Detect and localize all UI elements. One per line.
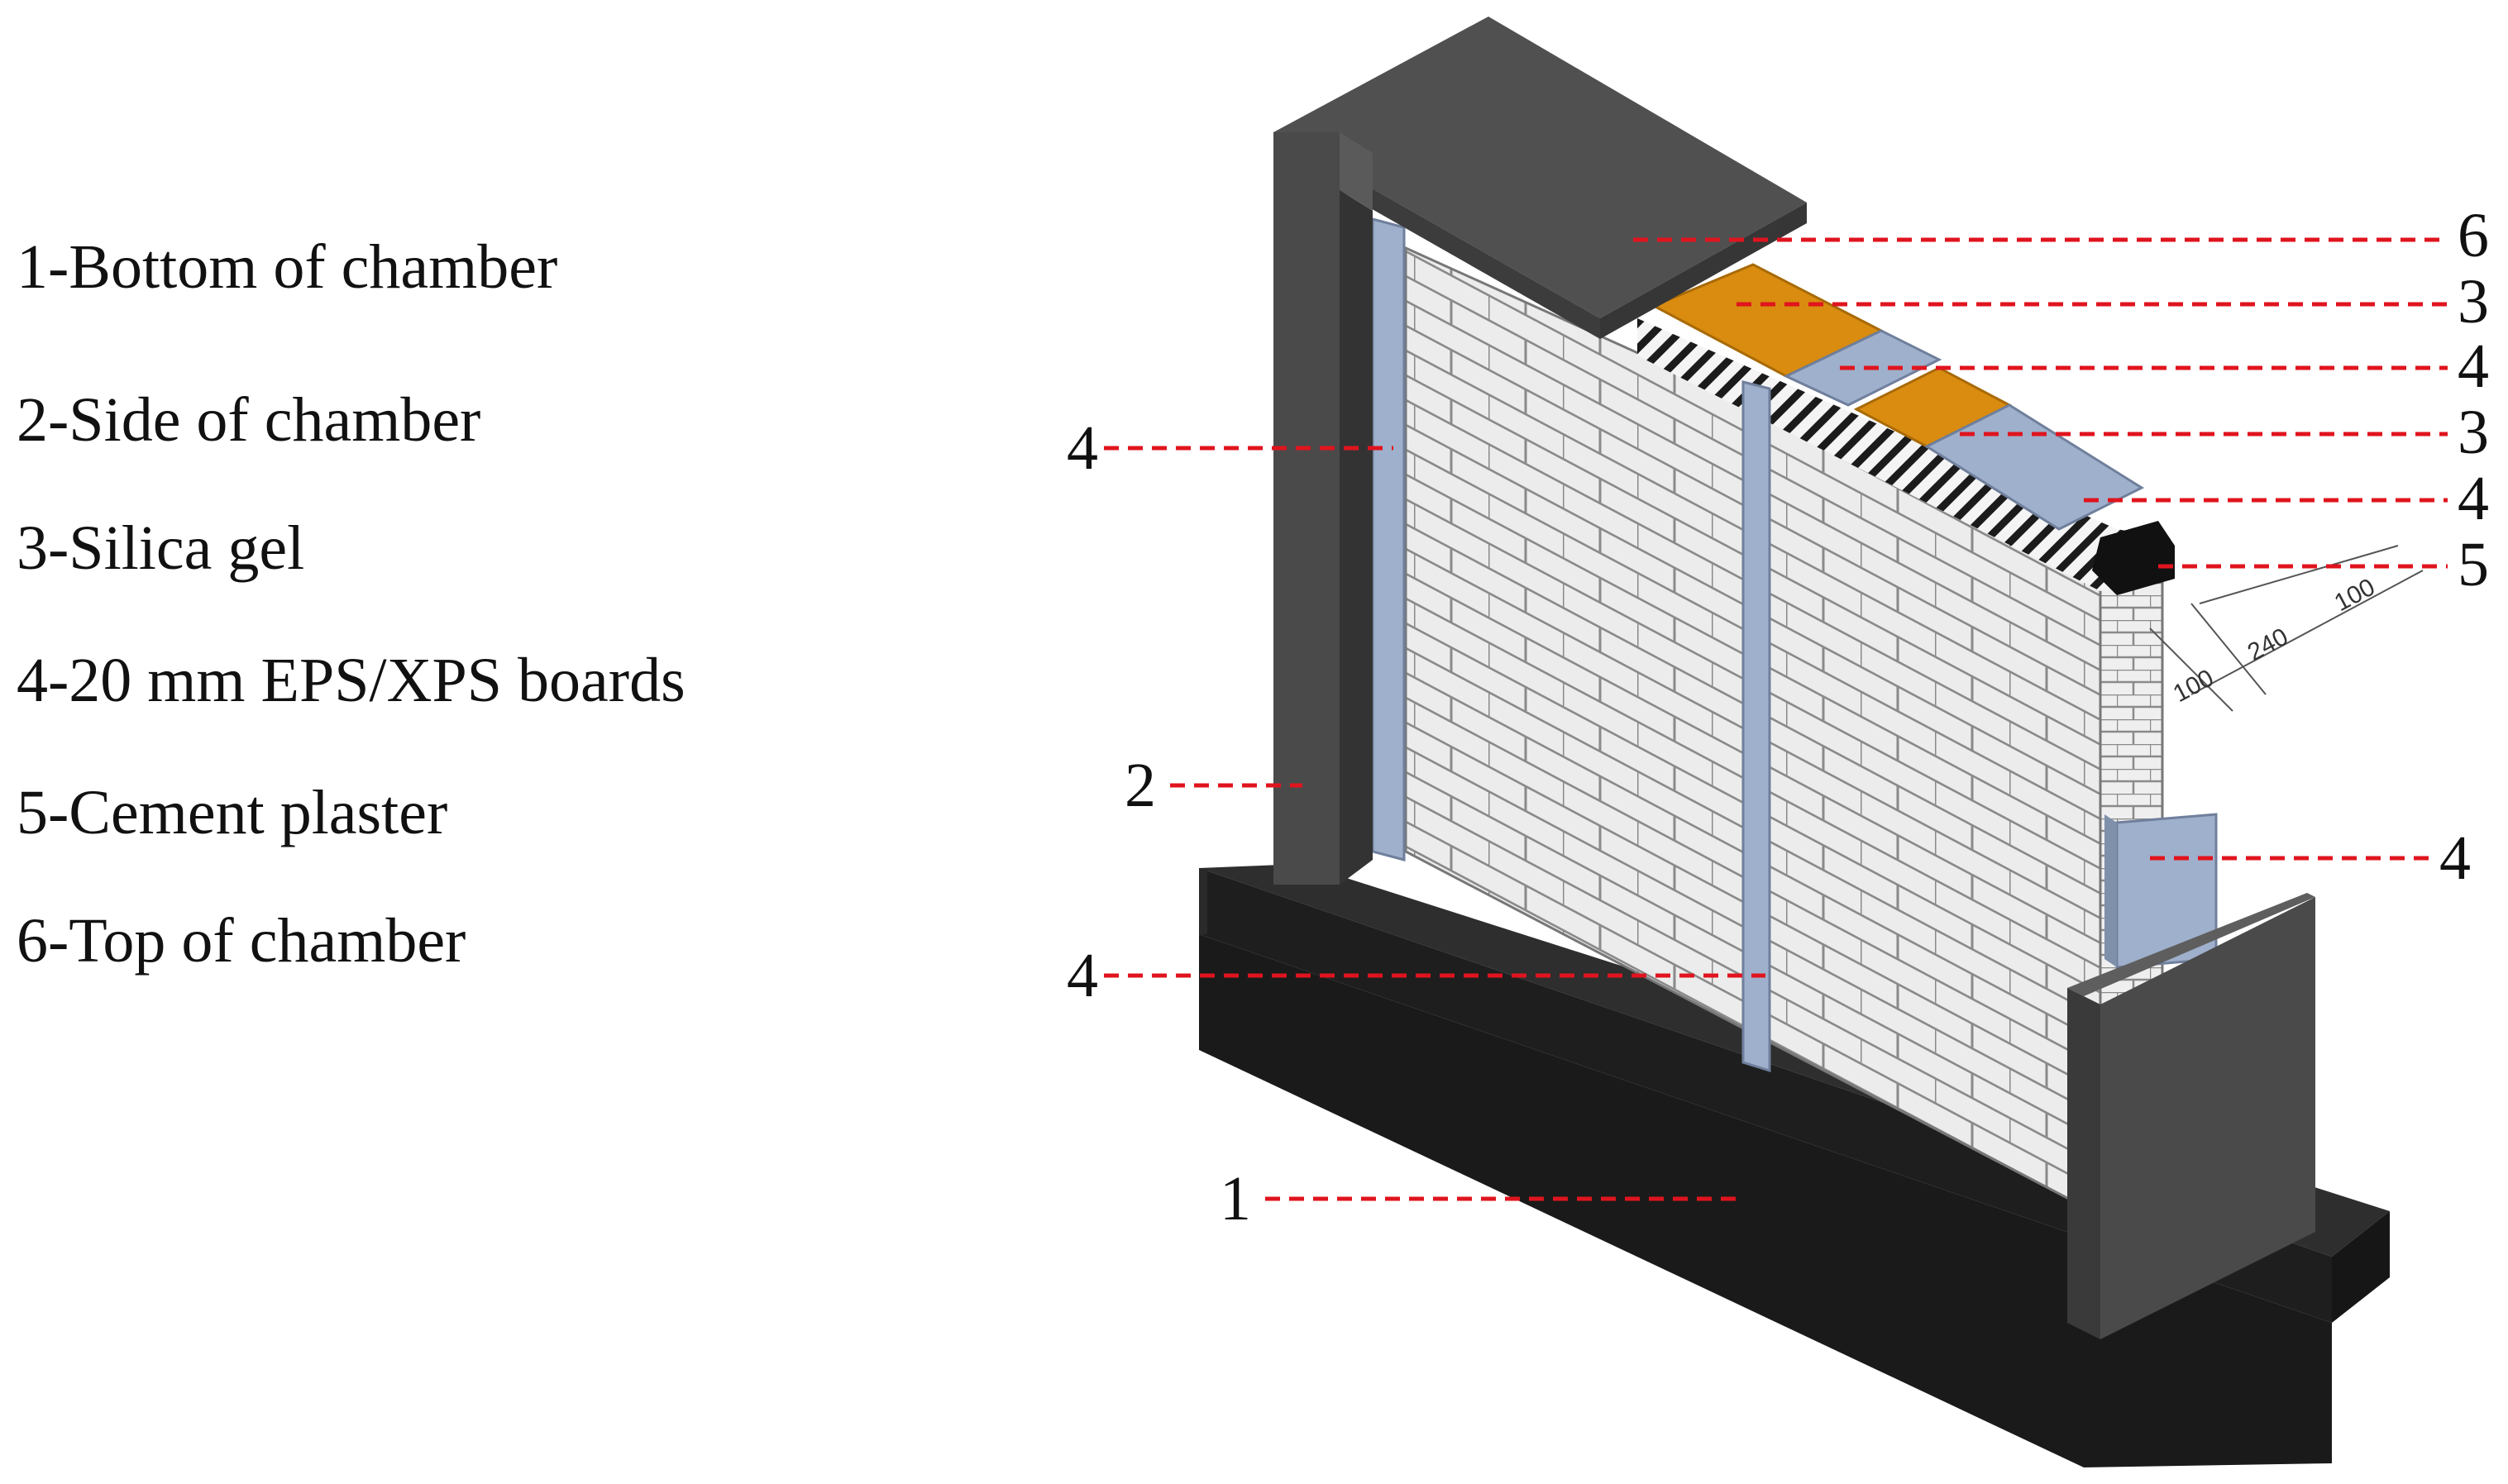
callout-silica-gel-upper: 3 bbox=[2458, 267, 2489, 336]
legend-item-top-of-chamber: 6-Top of chamber bbox=[17, 906, 466, 976]
callout-eps-right: 4 bbox=[2439, 823, 2471, 893]
callout-eps-lower: 4 bbox=[2458, 464, 2489, 533]
callout-eps-middle: 4 bbox=[1067, 941, 1098, 1010]
dimension-label-100-b: 100 bbox=[2330, 574, 2380, 618]
dimension-label-100-a: 100 bbox=[2169, 665, 2219, 709]
callout-eps-left: 4 bbox=[1067, 413, 1098, 483]
callout-cement-plaster: 5 bbox=[2458, 530, 2489, 599]
callout-silica-gel-lower: 3 bbox=[2458, 398, 2489, 467]
legend-item-eps-xps-boards: 4-20 mm EPS/XPS boards bbox=[17, 646, 686, 715]
legend-item-bottom-of-chamber: 1-Bottom of chamber bbox=[17, 232, 558, 302]
callout-side-of-chamber: 2 bbox=[1125, 751, 1156, 820]
legend-item-side-of-chamber: 2-Side of chamber bbox=[17, 385, 481, 455]
leader-lines bbox=[1104, 237, 2448, 1201]
dimension-lines: 100 240 100 bbox=[2149, 545, 2424, 712]
callout-eps-upper: 4 bbox=[2458, 332, 2489, 401]
chamber-side-left bbox=[1273, 132, 1373, 885]
dimension-label-240: 240 bbox=[2243, 623, 2293, 667]
chamber-side-right bbox=[2067, 893, 2315, 1339]
legend-item-silica-gel: 3-Silica gel bbox=[17, 513, 305, 583]
callout-bottom-of-chamber: 1 bbox=[1220, 1164, 1251, 1233]
callout-top-of-chamber: 6 bbox=[2458, 201, 2489, 270]
callout-numbers: 6 3 4 3 4 5 4 4 2 4 1 bbox=[1067, 201, 2489, 1233]
legend-item-cement-plaster: 5-Cement plaster bbox=[17, 778, 448, 847]
